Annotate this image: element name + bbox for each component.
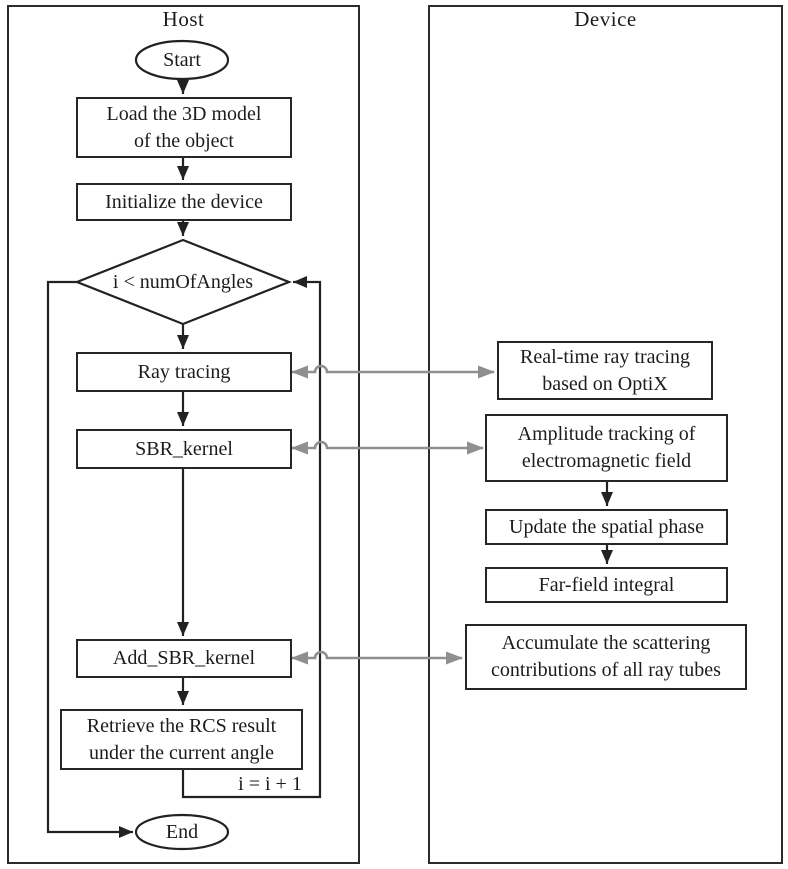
sbr-kernel-box: SBR_kernel — [76, 429, 292, 469]
initialize-device-label: Initialize the device — [105, 190, 263, 213]
amplitude-tracking-line2: electromagnetic field — [521, 450, 692, 472]
accumulate-scattering-line1: Accumulate the scattering — [501, 632, 711, 654]
add-sbr-kernel-label: Add_SBR_kernel — [112, 647, 256, 669]
update-spatial-phase-label: Update the spatial phase — [509, 515, 704, 538]
loop-increment-path — [181, 276, 322, 799]
retrieve-rcs-line1: Retrieve the RCS result — [86, 714, 277, 737]
realtime-raytracing-line2: based on OptiX — [542, 372, 668, 395]
amplitude-tracking-box: Amplitude tracking of electromagnetic fi… — [485, 414, 728, 482]
gray-arrow-raytracing — [291, 364, 495, 379]
gray-arrow-addsbr — [291, 650, 463, 665]
realtime-raytracing-line1: Real-time ray tracing — [520, 345, 690, 368]
accumulate-scattering-line2: contributions of all ray tubes — [491, 659, 721, 681]
load-model-line2: of the object — [134, 129, 234, 152]
load-model-line1: Load the 3D model — [106, 102, 262, 125]
device-panel-title: Device — [574, 7, 637, 31]
decision-diamond-shape — [74, 238, 292, 326]
ray-tracing-label: Ray tracing — [137, 360, 231, 383]
farfield-integral-box: Far-field integral — [485, 567, 728, 603]
retrieve-rcs-box: Retrieve the RCS result under the curren… — [60, 709, 303, 770]
initialize-device-box: Initialize the device — [76, 183, 292, 221]
end-terminator-label: End — [165, 820, 199, 843]
start-terminator-label: Start — [163, 48, 201, 71]
increment-label: i = i + 1 — [238, 772, 302, 795]
update-spatial-phase-box: Update the spatial phase — [485, 509, 728, 545]
farfield-integral-label: Far-field integral — [538, 573, 675, 596]
end-terminator-shape — [134, 813, 230, 851]
start-terminator-shape — [134, 39, 230, 81]
amplitude-tracking-line1: Amplitude tracking of — [517, 423, 696, 445]
ray-tracing-box: Ray tracing — [76, 352, 292, 392]
host-panel-title: Host — [162, 7, 205, 31]
load-model-box: Load the 3D model of the object — [76, 97, 292, 158]
add-sbr-kernel-box: Add_SBR_kernel — [76, 639, 292, 678]
sbr-kernel-label: SBR_kernel — [135, 437, 233, 460]
gray-arrow-sbr — [291, 440, 484, 455]
decision-label: i < numOfAngles — [112, 270, 254, 293]
loop-exit-to-end-path — [46, 280, 133, 838]
retrieve-rcs-line2: under the current angle — [89, 741, 274, 764]
accumulate-scattering-box: Accumulate the scattering contributions … — [465, 624, 747, 690]
realtime-raytracing-box: Real-time ray tracing based on OptiX — [497, 341, 713, 400]
